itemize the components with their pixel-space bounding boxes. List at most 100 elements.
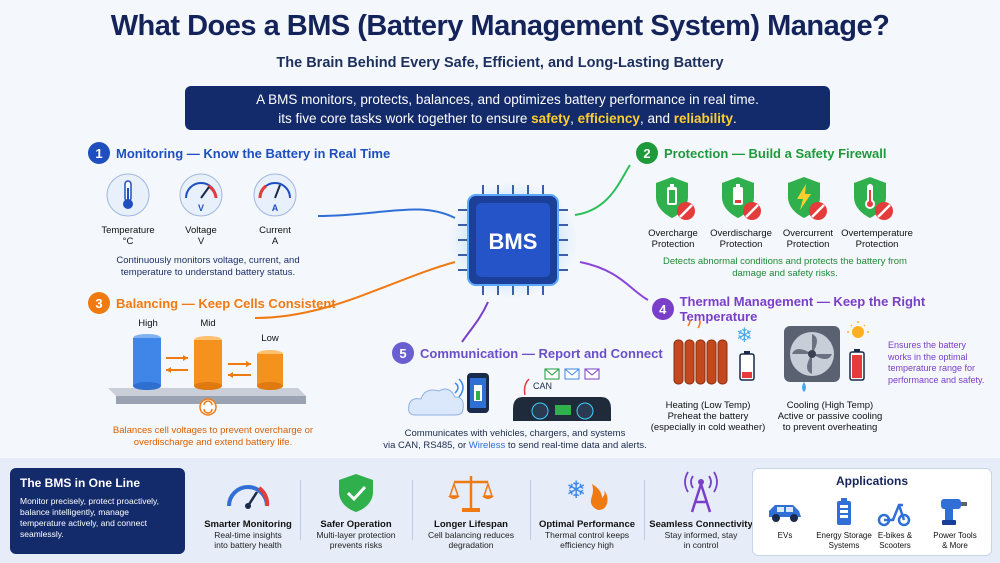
protection-title: Protection — Build a Safety Firewall	[664, 145, 887, 161]
scooter-icon	[877, 503, 911, 527]
benefit-longer-lifespan: Longer Lifespan Cell balancing reduces d…	[416, 470, 526, 558]
monitoring-number: 1	[88, 142, 110, 164]
balance-level-high: High	[138, 318, 158, 329]
protection-item-line1: Overtemperature	[841, 228, 913, 239]
protection-item-line2: Protection	[651, 239, 695, 250]
banner-period: .	[733, 111, 737, 126]
voltmeter-symbol: V	[198, 203, 204, 213]
scale-icon	[448, 476, 494, 512]
balancing-title: Balancing — Keep Cells Consistent	[116, 295, 336, 311]
protection-number: 2	[636, 142, 658, 164]
thermal-number: 4	[652, 298, 674, 320]
monitoring-title: Monitoring — Know the Battery in Real Ti…	[116, 145, 391, 161]
comm-desc-pre: via CAN, RS485, or	[383, 440, 469, 451]
divider	[530, 480, 531, 540]
thermal-side-note: Ensures the battery works in the optimal…	[888, 340, 985, 385]
ammeter-symbol: A	[272, 203, 279, 213]
application-line2: Scooters	[879, 540, 911, 550]
fan-cooling-icon	[784, 321, 869, 392]
balance-level-low: Low	[261, 333, 279, 344]
bms-chip-label: BMS	[489, 229, 538, 254]
bms-chip: BMS	[449, 182, 577, 298]
comm-desc-wireless: Wireless	[468, 440, 506, 451]
cooling-desc-1: Active or passive cooling	[777, 411, 883, 422]
communication-number: 5	[392, 342, 414, 364]
monitoring-header: 1 Monitoring — Know the Battery in Real …	[88, 142, 390, 164]
protection-item-overcurrent: Overcurrent Protection	[772, 228, 844, 250]
thermometer-icon	[106, 173, 150, 217]
line-monitoring	[317, 208, 456, 219]
protection-description: Detects abnormal conditions and protects…	[663, 256, 907, 279]
benefit-line2: in control	[683, 540, 719, 550]
heating-desc-1: Preheat the battery	[667, 411, 749, 422]
balance-level-mid: Mid	[200, 318, 216, 329]
benefit-optimal-performance: ❄ Optimal Performance Thermal control ke…	[532, 470, 642, 558]
application-line1: Power Tools	[933, 531, 977, 540]
monitor-item-temperature: Temperature °C	[93, 225, 163, 247]
voltmeter-icon: V	[179, 173, 223, 217]
wireless-icon	[454, 378, 464, 398]
mail-icon	[544, 368, 560, 380]
benefit-line1: Thermal control keeps	[544, 530, 630, 540]
monitor-item-name: Temperature	[101, 225, 155, 236]
benefit-title: Seamless Connectivity	[649, 519, 753, 530]
application-line1: EVs	[777, 531, 793, 540]
comm-desc-post: to send real-time data and alerts.	[505, 440, 647, 451]
protection-item-line2: Protection	[855, 239, 899, 250]
overtemperature-shield-icon	[854, 177, 893, 220]
can-label: CAN	[533, 381, 552, 391]
benefit-title: Longer Lifespan	[434, 519, 508, 530]
banner-and: , and	[639, 111, 674, 126]
communication-title: Communication — Report and Connect	[420, 345, 663, 361]
application-line2: & More	[942, 540, 968, 550]
benefit-line1: Stay informed, stay	[664, 530, 738, 540]
banner-keyword-safety: safety	[531, 111, 571, 126]
monitor-item-name: Voltage	[185, 225, 217, 236]
comm-desc-line1: Communicates with vehicles, chargers, an…	[404, 428, 626, 439]
radiator-heating-icon: ❄	[673, 320, 755, 385]
benefit-safer-operation: Safer Operation Multi-layer protection p…	[306, 470, 406, 558]
application-line1: E-bikes &	[877, 531, 913, 540]
overcurrent-shield-icon	[788, 177, 827, 220]
application-line1: Energy Storage	[816, 531, 872, 540]
cooling-title: Cooling (High Temp)	[786, 400, 874, 411]
overcharge-shield-icon	[656, 177, 695, 220]
application-energy-storage: Energy Storage Systems	[809, 531, 879, 550]
applications-card: Applications EVs Energy Storage Systems …	[752, 468, 992, 556]
power-drill-icon	[941, 499, 967, 525]
page-title: What Does a BMS (Battery Management Syst…	[110, 10, 890, 42]
benefit-title: Smarter Monitoring	[204, 519, 292, 530]
benefit-smarter-monitoring: Smarter Monitoring Real-time insights in…	[198, 470, 298, 558]
cloud-icon	[408, 388, 464, 416]
intro-banner: A BMS monitors, protects, balances, and …	[185, 86, 830, 130]
application-line2: Systems	[828, 540, 860, 550]
banner-comma: ,	[570, 111, 578, 126]
protection-item-line2: Protection	[786, 239, 830, 250]
balancing-header: 3 Balancing — Keep Cells Consistent	[88, 292, 336, 314]
heating-block: Heating (Low Temp) Preheat the battery (…	[648, 400, 768, 433]
application-power-tools: Power Tools & More	[923, 531, 987, 550]
thermal-header: 4 Thermal Management — Keep the Right Te…	[652, 294, 1000, 324]
divider	[412, 480, 413, 540]
protection-item-line1: Overdischarge	[710, 228, 772, 239]
application-evs: EVs	[755, 531, 815, 541]
comm-desc-line2: via CAN, RS485, or Wireless to send real…	[365, 440, 665, 452]
banner-line-1: A BMS monitors, protects, balances, and …	[256, 92, 759, 107]
snowflake-icon: ❄	[736, 323, 753, 347]
benefit-line2: prevents risks	[329, 540, 383, 550]
protection-item-overcharge: Overcharge Protection	[637, 228, 709, 250]
summary-card: The BMS in One Line Monitor precisely, p…	[10, 468, 185, 554]
benefit-line1: Multi-layer protection	[316, 530, 396, 540]
banner-line-2: its five core tasks work together to ens…	[185, 109, 830, 128]
banner-keyword-reliability: reliability	[673, 111, 733, 126]
overdischarge-shield-icon	[722, 177, 761, 220]
protection-item-line1: Overcurrent	[782, 228, 834, 239]
banner-keyword-efficiency: efficiency	[577, 111, 640, 126]
heating-desc-2: (especially in cold weather)	[650, 422, 766, 433]
heating-title: Heating (Low Temp)	[665, 400, 751, 411]
cooling-block: Cooling (High Temp) Active or passive co…	[770, 400, 890, 433]
monitoring-description: Continuously monitors voltage, current, …	[116, 255, 300, 278]
line-protection	[574, 164, 631, 216]
communication-header: 5 Communication — Report and Connect	[392, 342, 663, 364]
